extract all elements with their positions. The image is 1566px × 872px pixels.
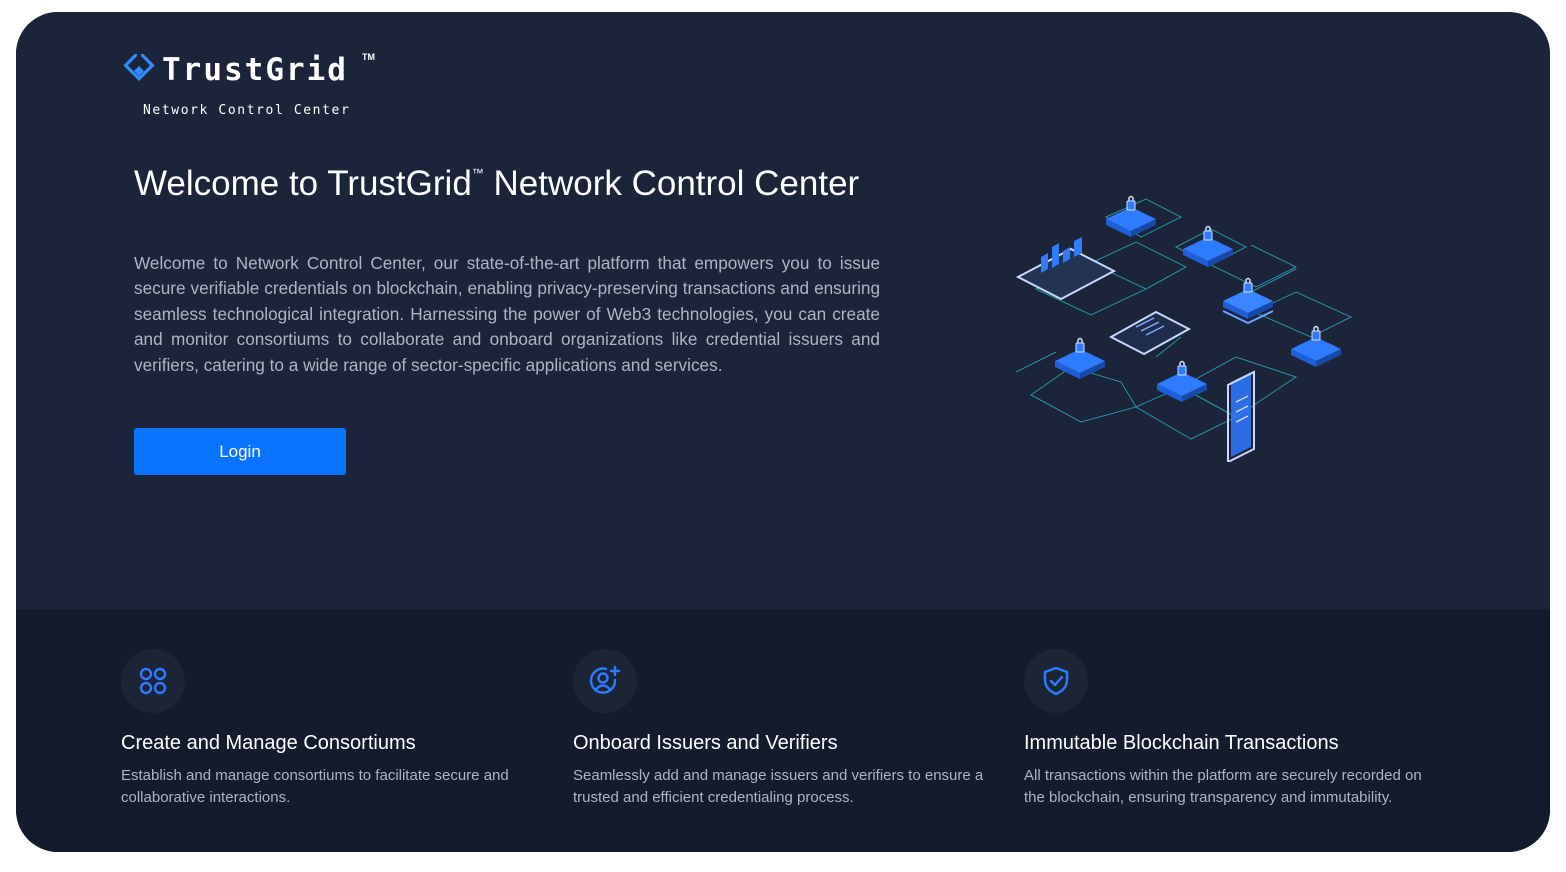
feature-consortiums: Create and Manage Consortiums Establish … (121, 649, 541, 809)
block-nodes (1055, 195, 1341, 402)
blockchain-network-illustration (1015, 195, 1353, 462)
title-prefix: Welcome to TrustGrid (134, 164, 472, 203)
feature-description: Establish and manage consortiums to faci… (121, 767, 509, 806)
feature-title: Immutable Blockchain Transactions (1024, 732, 1339, 754)
shield-check-icon (1024, 649, 1088, 713)
feature-immutable: Immutable Blockchain Transactions All tr… (1024, 649, 1444, 809)
page-title: Welcome to TrustGrid™ Network Control Ce… (134, 153, 874, 204)
consortium-grid-icon (121, 649, 185, 713)
feature-description: All transactions within the platform are… (1024, 767, 1422, 806)
title-trademark: ™ (471, 166, 484, 180)
brand-name: TrustGrid (162, 52, 348, 88)
brand-subtitle: Network Control Center (143, 103, 351, 118)
hero-section: TrustGrid TM Network Control Center Welc… (16, 12, 1550, 609)
feature-description: Seamlessly add and manage issuers and ve… (573, 767, 984, 806)
add-user-icon (573, 649, 637, 713)
hero-description: Welcome to Network Control Center, our s… (134, 253, 880, 375)
title-suffix: Network Control Center (483, 164, 860, 203)
brand-trademark: TM (362, 52, 375, 62)
features-section: Create and Manage Consortiums Establish … (16, 609, 1550, 852)
login-button[interactable]: Login (134, 428, 346, 475)
app-frame: TrustGrid TM Network Control Center Welc… (16, 12, 1550, 852)
brand-logo[interactable]: TrustGrid TM Network Control Center (122, 52, 392, 124)
feature-title: Onboard Issuers and Verifiers (573, 732, 838, 754)
trustgrid-logo-icon (123, 54, 155, 88)
feature-title: Create and Manage Consortiums (121, 732, 416, 754)
feature-onboard: Onboard Issuers and Verifiers Seamlessly… (573, 649, 993, 809)
